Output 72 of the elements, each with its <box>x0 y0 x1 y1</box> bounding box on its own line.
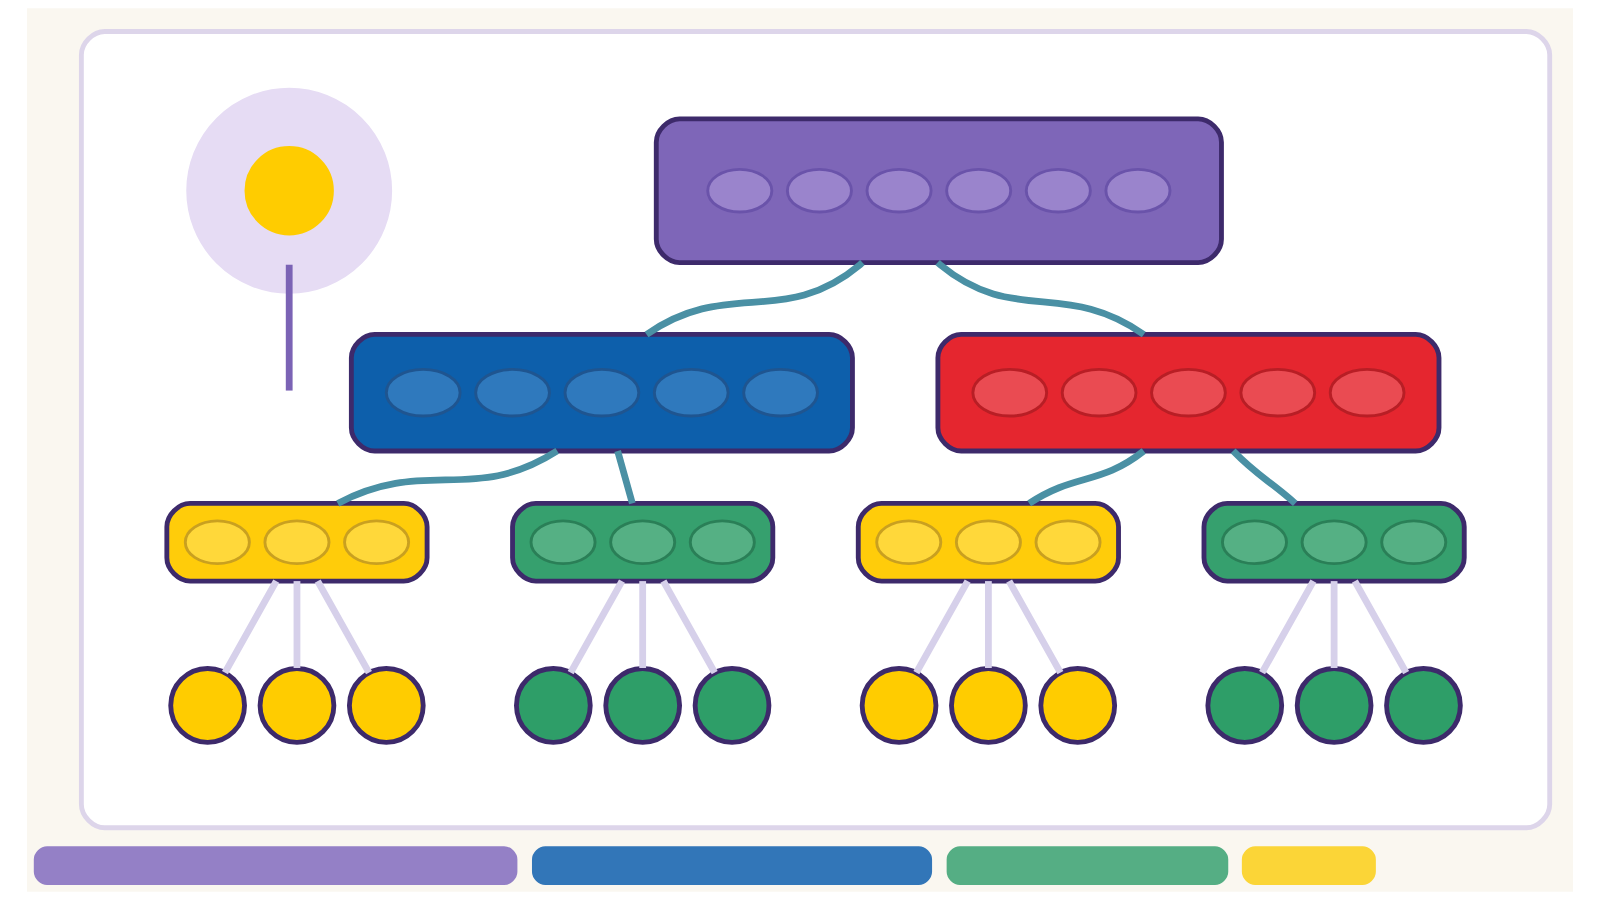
node-bar <box>946 846 1229 886</box>
node-circle <box>1205 666 1285 745</box>
connector <box>1027 448 1146 507</box>
node-ellipse <box>1060 367 1138 418</box>
cluster <box>510 501 776 584</box>
node-circle <box>168 666 247 745</box>
connector <box>1259 579 1317 675</box>
node-ellipse <box>1300 519 1368 566</box>
connector <box>567 579 625 675</box>
node-ellipse <box>1220 519 1288 566</box>
connector <box>314 579 372 675</box>
node-ellipse <box>474 367 551 418</box>
node-circle <box>347 666 426 745</box>
node-circle <box>186 87 393 294</box>
connector <box>644 260 865 338</box>
connector <box>1330 581 1338 668</box>
node-ellipse <box>1024 167 1092 214</box>
cluster <box>935 332 1442 454</box>
node-ellipse <box>1150 367 1227 418</box>
node-ellipse <box>785 167 853 214</box>
node-ellipse <box>652 367 730 418</box>
node-ellipse <box>263 519 331 566</box>
connector <box>293 581 301 668</box>
connector <box>285 264 293 391</box>
connector <box>1351 579 1410 675</box>
node-ellipse <box>1380 519 1448 566</box>
node-ellipse <box>183 519 251 566</box>
cluster <box>1201 501 1467 584</box>
node-circle <box>514 666 593 745</box>
cluster <box>348 332 855 454</box>
node-circle <box>1384 666 1463 745</box>
node-circle <box>949 666 1028 745</box>
connector <box>1006 579 1064 675</box>
node-ellipse <box>384 367 462 418</box>
node-ellipse <box>688 519 756 566</box>
connector <box>985 581 992 668</box>
connector <box>935 260 1146 338</box>
node-ellipse <box>563 367 641 418</box>
node-ellipse <box>742 367 819 418</box>
node-ellipse <box>971 367 1049 418</box>
node-circle <box>603 666 682 745</box>
connector <box>222 579 280 675</box>
cluster <box>164 501 430 584</box>
node-bar <box>532 846 933 886</box>
node-ellipse <box>945 167 1013 214</box>
cluster <box>855 501 1121 584</box>
node-circle <box>257 666 337 745</box>
node-ellipse <box>1328 367 1406 418</box>
node-ellipse <box>1104 167 1172 214</box>
connector <box>614 450 636 505</box>
node-ellipse <box>1034 519 1102 566</box>
node-ellipse <box>954 519 1022 566</box>
connector <box>336 448 559 507</box>
connector <box>660 579 718 675</box>
node-circle <box>1038 666 1118 745</box>
node-ellipse <box>343 519 411 566</box>
node-ellipse <box>609 519 677 566</box>
connector <box>1230 448 1298 506</box>
node-bar <box>33 846 518 886</box>
cluster <box>653 116 1224 265</box>
node-ellipse <box>1239 367 1317 418</box>
node-circle <box>1294 666 1374 745</box>
connector <box>639 581 647 668</box>
connector <box>913 579 971 675</box>
node-ellipse <box>865 167 933 214</box>
node-ellipse <box>706 167 774 214</box>
cluster <box>78 29 1553 831</box>
node-bar <box>1241 846 1376 886</box>
node-circle <box>692 666 772 745</box>
node-circle <box>859 666 939 745</box>
node-ellipse <box>875 519 943 566</box>
node-ellipse <box>529 519 597 566</box>
